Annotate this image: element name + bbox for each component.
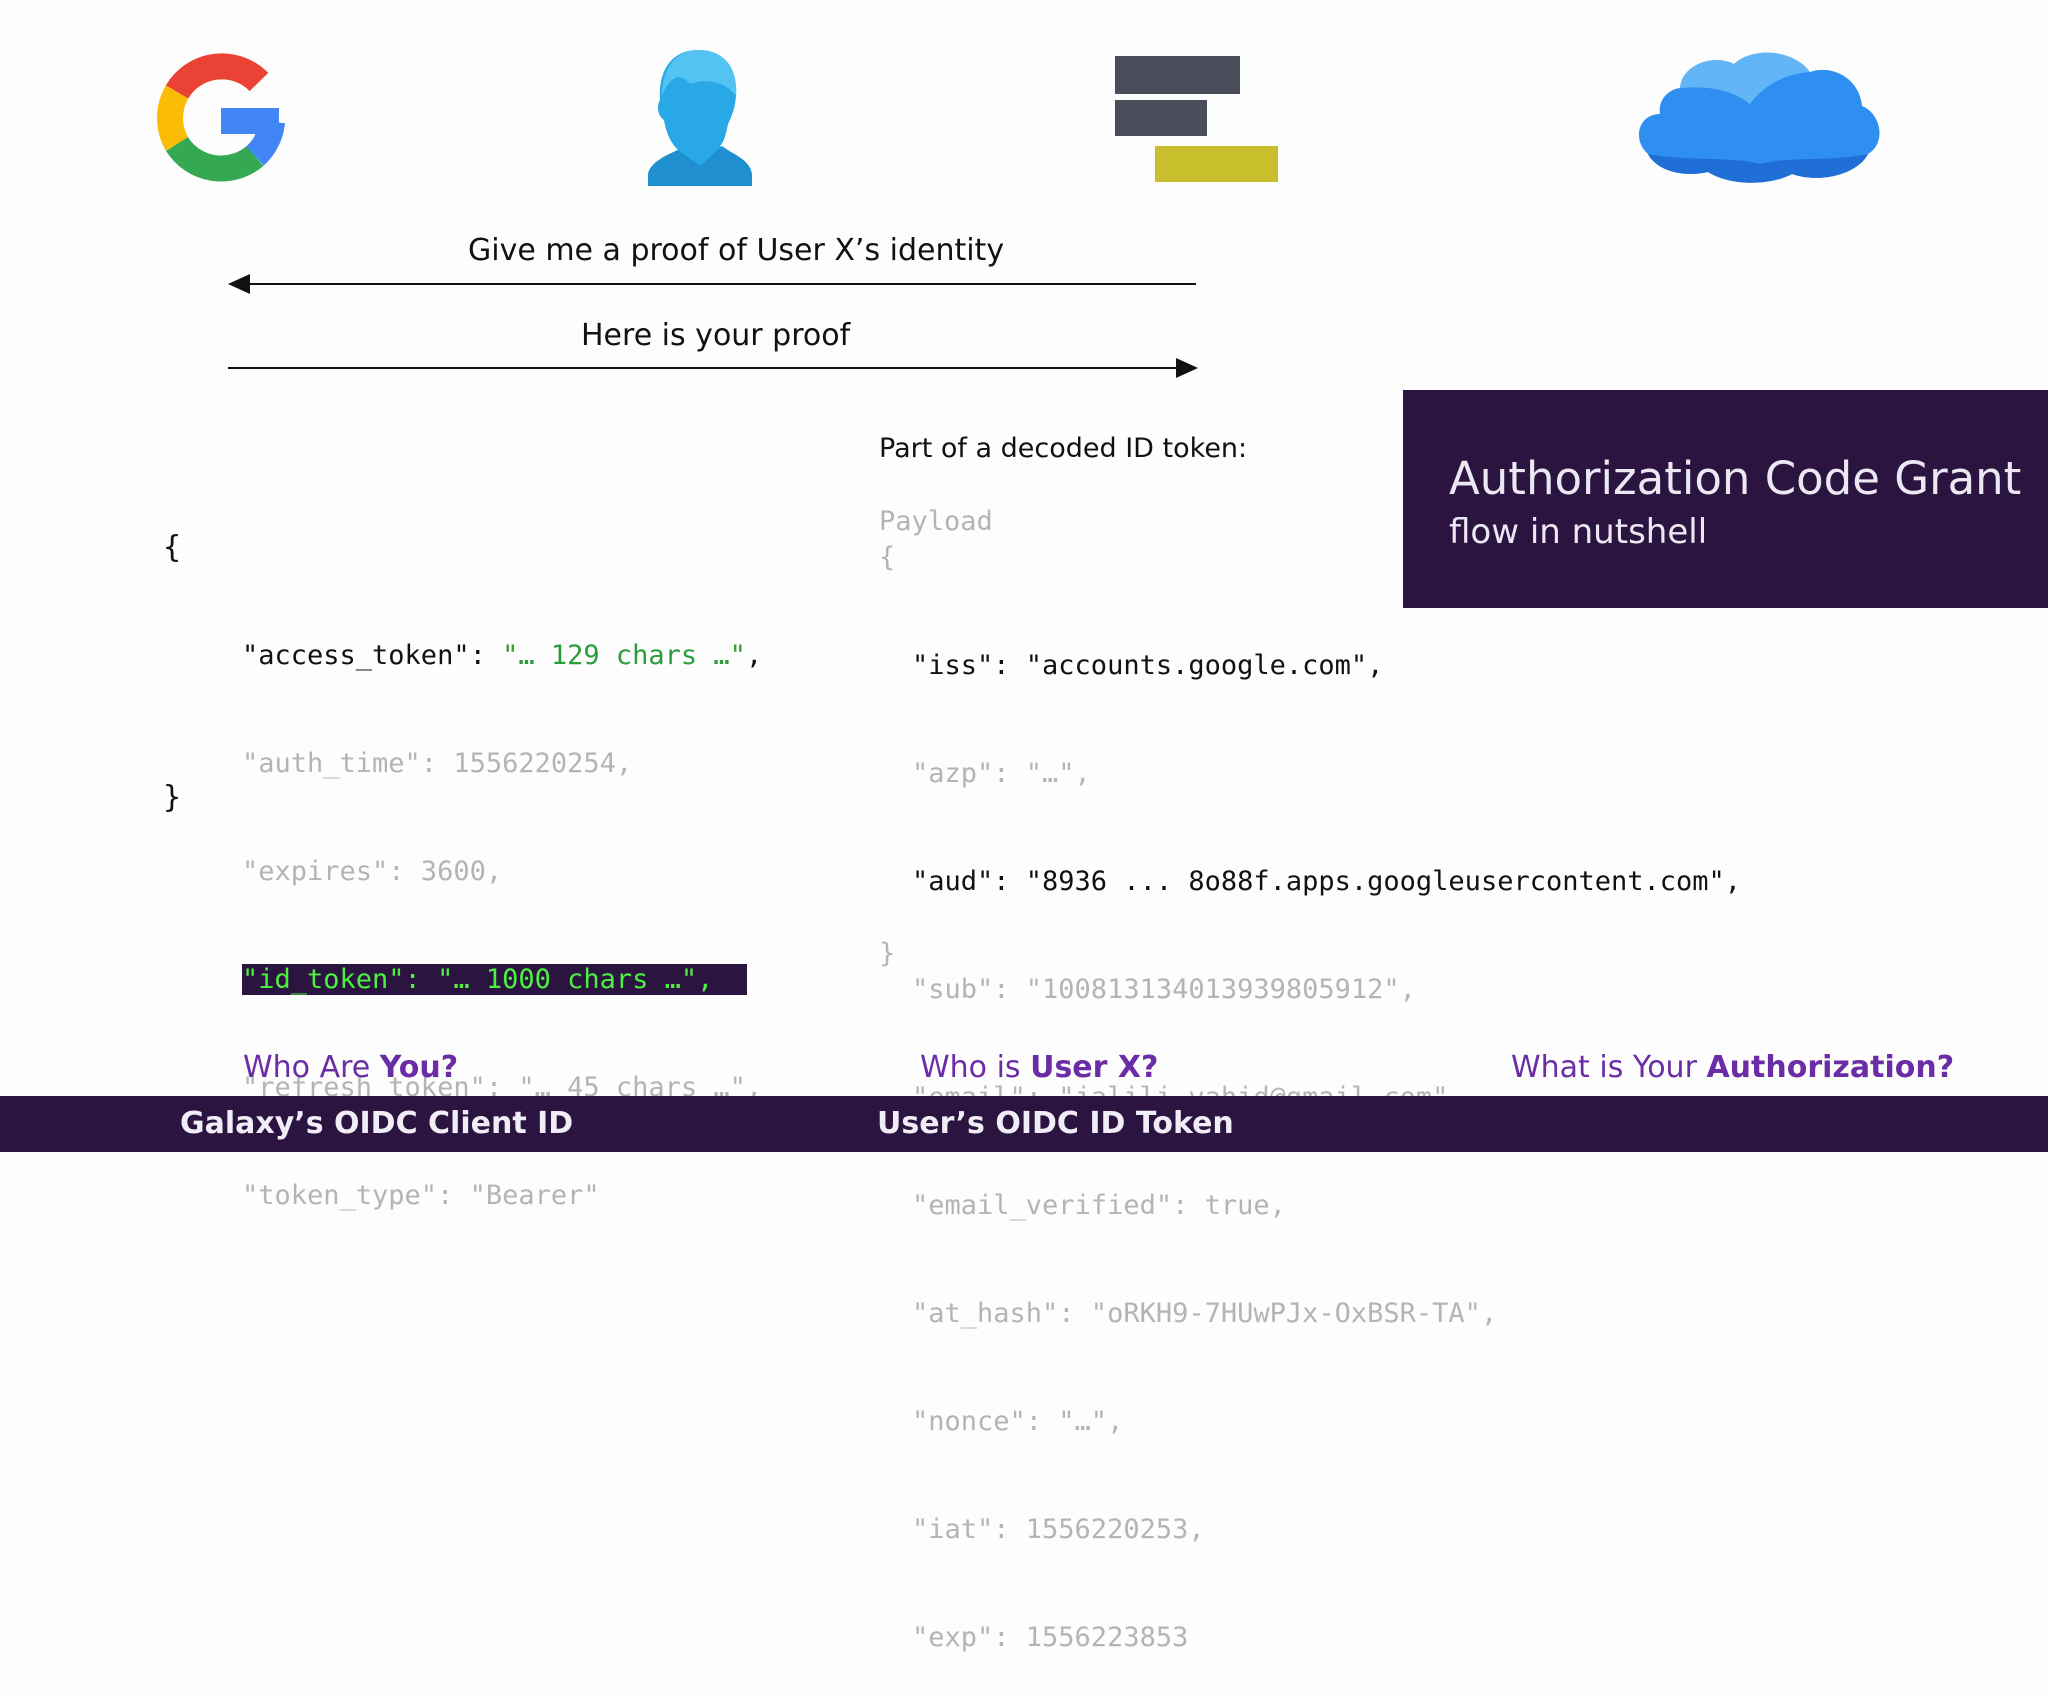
decoded-line-iat: "iat": 1556220253, bbox=[912, 1514, 1205, 1545]
decoded-line-aud: "aud": "8936 ... 8o88f.apps.googleuserco… bbox=[912, 866, 1742, 897]
token-line-expires: "expires": 3600, bbox=[242, 856, 503, 887]
request-arrow bbox=[228, 270, 1196, 300]
question-authorization: What is Your Authorization? bbox=[1511, 1050, 1955, 1085]
decoded-line-email-verified: "email_verified": true, bbox=[912, 1190, 1286, 1221]
panel-subtitle: flow in nutshell bbox=[1449, 512, 1708, 552]
user-head-icon bbox=[640, 46, 760, 191]
galaxy-logo-icon bbox=[1115, 54, 1280, 184]
decoded-line-nonce: "nonce": "…", bbox=[912, 1406, 1124, 1437]
token-line-auth-time: "auth_time": 1556220254, bbox=[242, 748, 633, 779]
response-arrow bbox=[228, 354, 1198, 384]
question-who-are-you: Who Are You? bbox=[243, 1050, 459, 1085]
decoded-payload-header: Payload bbox=[879, 506, 993, 537]
request-arrow-label: Give me a proof of User X’s identity bbox=[468, 233, 1005, 268]
panel-title: Authorization Code Grant bbox=[1449, 452, 2022, 505]
decoded-close-brace: } bbox=[879, 938, 896, 969]
footer-id-token: User’s OIDC ID Token bbox=[877, 1106, 1234, 1141]
title-panel: Authorization Code Grant flow in nutshel… bbox=[1403, 390, 2048, 608]
decoded-line-azp: "azp": "…", bbox=[912, 758, 1091, 789]
decoded-line-iss: "iss": "accounts.google.com", bbox=[912, 650, 1384, 681]
cloud-icon bbox=[1630, 44, 1885, 189]
question-who-is-user: Who is User X? bbox=[920, 1050, 1159, 1085]
response-arrow-label: Here is your proof bbox=[581, 318, 851, 353]
decoded-line-exp: "exp": 1556223853 bbox=[912, 1622, 1189, 1653]
token-response-close-brace: } bbox=[163, 780, 182, 815]
footer-bar: Galaxy’s OIDC Client ID User’s OIDC ID T… bbox=[0, 1096, 2048, 1152]
decoded-open-brace: { bbox=[879, 542, 896, 573]
google-logo-icon bbox=[155, 52, 285, 182]
token-line-access: "access_token": "… 129 chars …", bbox=[242, 640, 763, 671]
decoded-line-at-hash: "at_hash": "oRKH9-7HUwPJx-OxBSR-TA", bbox=[912, 1298, 1498, 1329]
token-line-type: "token_type": "Bearer" bbox=[242, 1180, 600, 1211]
id-token-highlight: "id_token": "… 1000 chars …", bbox=[242, 964, 748, 995]
token-line-id-token: "id_token": "… 1000 chars …", bbox=[242, 962, 762, 998]
footer-client-id: Galaxy’s OIDC Client ID bbox=[180, 1106, 574, 1141]
token-response-open-brace: { bbox=[163, 530, 182, 565]
decoded-caption: Part of a decoded ID token: bbox=[879, 433, 1248, 464]
decoded-line-sub: "sub": "100813134013939805912", bbox=[912, 974, 1416, 1005]
